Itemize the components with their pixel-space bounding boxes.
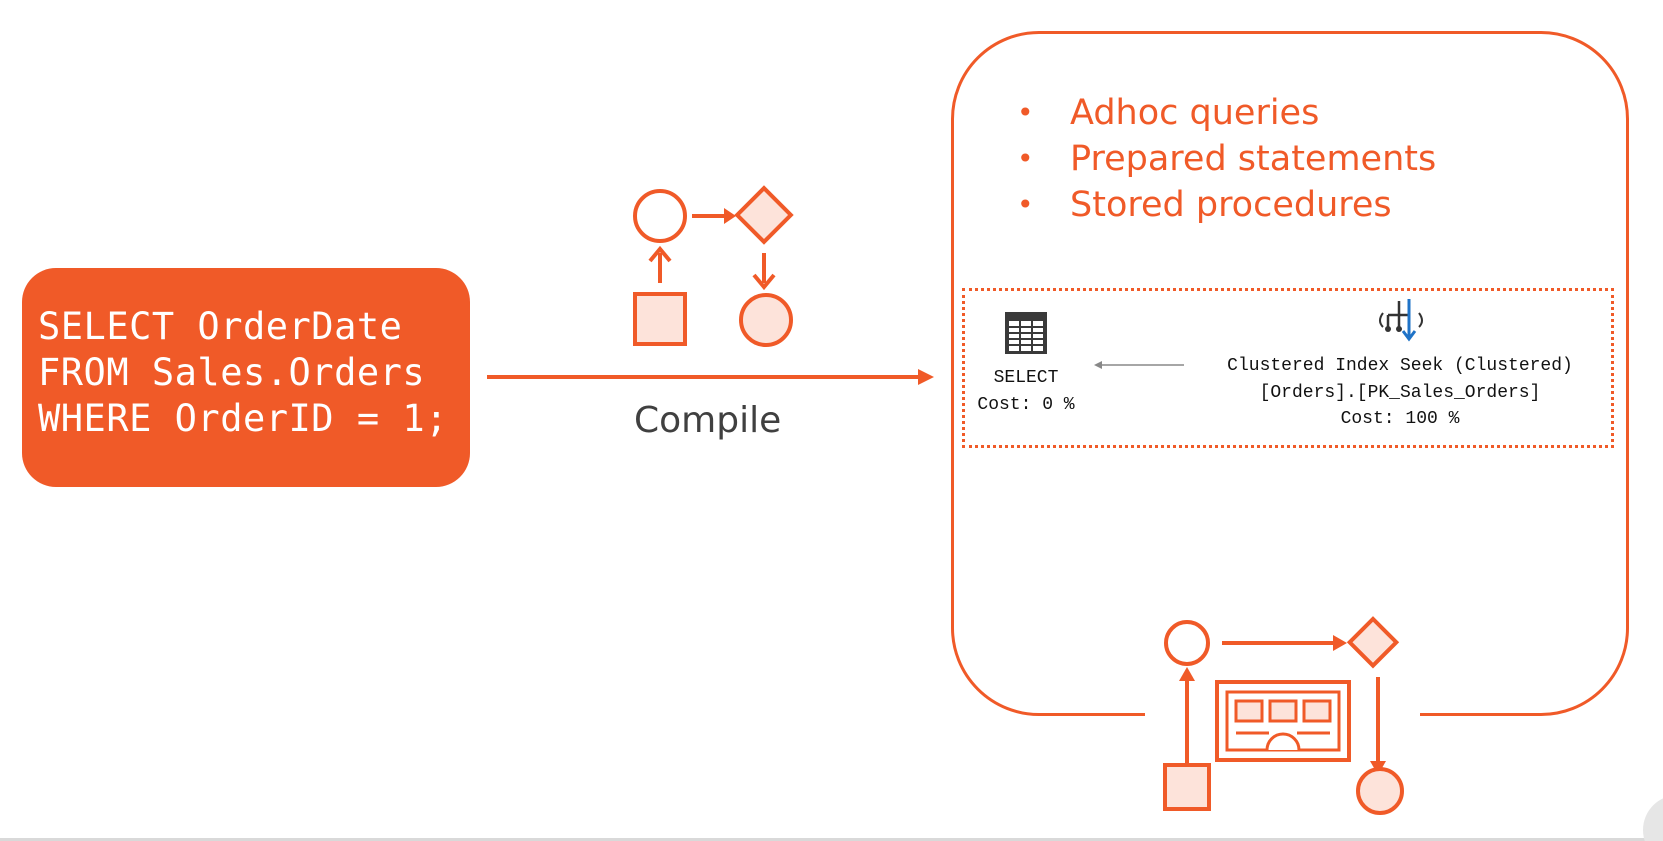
sql-query-box: SELECT OrderDate FROM Sales.Orders WHERE… <box>22 268 470 487</box>
bullet-dot: • <box>1017 142 1034 175</box>
sql-line-2: FROM Sales.Orders <box>38 351 426 394</box>
index-seek-icon <box>1379 299 1423 342</box>
list-item: • Prepared statements <box>1013 136 1436 182</box>
compile-label: Compile <box>634 400 782 441</box>
sql-line-3: WHERE OrderID = 1; <box>38 397 448 440</box>
plan-cache-icon <box>1163 616 1404 815</box>
seek-operator-object: [Orders].[PK_Sales_Orders] <box>1259 383 1541 403</box>
list-item-label: Adhoc queries <box>1070 93 1320 133</box>
bottom-divider <box>0 838 1663 841</box>
list-item-label: Prepared statements <box>1070 139 1437 179</box>
bullet-dot: • <box>1017 96 1034 129</box>
compile-flow-icon <box>633 185 794 347</box>
bullet-dot: • <box>1017 188 1034 221</box>
seek-operator-cost: Cost: 100 % <box>1340 409 1460 429</box>
select-operator-label: SELECT <box>993 368 1059 388</box>
table-icon <box>1005 312 1047 354</box>
list-item: • Stored procedures <box>1013 182 1436 228</box>
select-operator-cost: Cost: 0 % <box>977 395 1075 415</box>
execution-plan-box <box>962 288 1614 448</box>
seek-operator-label: Clustered Index Seek (Clustered) <box>1227 356 1573 376</box>
plan-flow-arrow <box>1094 361 1184 369</box>
list-item-label: Stored procedures <box>1070 185 1392 225</box>
cache-types-list: • Adhoc queries • Prepared statements • Sto… <box>1013 90 1436 228</box>
list-item: • Adhoc queries <box>1013 90 1436 136</box>
sql-line-1: SELECT OrderDate <box>38 305 403 348</box>
